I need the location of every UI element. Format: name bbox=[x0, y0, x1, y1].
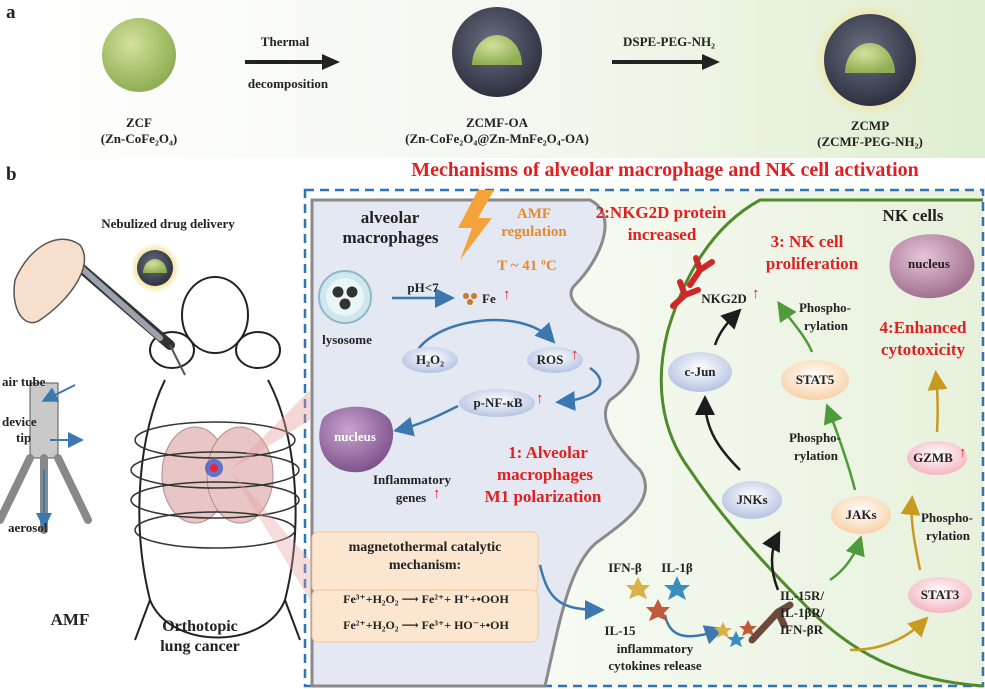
receptor-label-1: IL-15R/ bbox=[780, 588, 825, 603]
macrophage-title-1: alveolar bbox=[360, 208, 420, 227]
nebulized-label: Nebulized drug delivery bbox=[101, 216, 235, 231]
h2o2-label: H₂O₂ bbox=[415, 352, 445, 367]
mechanism-title-1: magnetothermal catalytic bbox=[348, 540, 502, 555]
panel-b-label: b bbox=[6, 164, 17, 185]
zcf-formula: (Zn-CoFe₂O₄) bbox=[100, 131, 178, 146]
polarization-2: macrophages bbox=[496, 465, 593, 484]
step2-label: DSPE-PEG-NH₂ bbox=[622, 34, 715, 49]
ros-up-arrow: ↑ bbox=[571, 347, 579, 363]
jaks-label: JAKs bbox=[845, 507, 877, 522]
cjun-label: c-Jun bbox=[684, 364, 716, 379]
gzmb-up-arrow: ↑ bbox=[959, 445, 967, 461]
il15-icon bbox=[646, 599, 670, 621]
phospho-top-2: rylation bbox=[803, 318, 849, 333]
zcf-name: ZCF bbox=[126, 115, 152, 130]
proliferation-2: proliferation bbox=[765, 254, 859, 273]
nk-cells-title: NK cells bbox=[882, 206, 944, 225]
il1-beta-icon bbox=[664, 576, 690, 600]
device-label-1: device bbox=[2, 414, 37, 429]
equation-2: Fe²⁺+H₂O₂ ⟶ Fe³⁺+ HO⁻+•OH bbox=[343, 618, 509, 632]
ifn-beta-label: IFN-β bbox=[608, 560, 642, 575]
stat3-label: STAT3 bbox=[920, 587, 960, 602]
mechanism-title-2: mechanism: bbox=[388, 558, 462, 573]
tumor-label-1: Orthotopic bbox=[162, 618, 238, 635]
zcmf-oa-name: ZCMF-OA bbox=[465, 115, 529, 130]
nkg2d-title-1: 2:NKG2D protein bbox=[595, 203, 727, 222]
step1-label-line2: decomposition bbox=[247, 76, 329, 91]
genes-label-1: Inflammatory bbox=[373, 472, 451, 487]
cytotoxicity-1: 4:Enhanced bbox=[879, 318, 967, 337]
phospho-top-1: Phospho- bbox=[798, 300, 852, 315]
nfkb-up-arrow: ↑ bbox=[536, 391, 544, 407]
cytotoxicity-2: cytotoxicity bbox=[880, 340, 966, 359]
gzmb-label: GZMB bbox=[913, 450, 953, 465]
nkg2d-label: NKG2D bbox=[701, 291, 747, 306]
il1-beta-label: IL-1β bbox=[661, 560, 693, 575]
nkg2d-title-2: increased bbox=[627, 225, 697, 244]
il15-label: IL-15 bbox=[604, 623, 636, 638]
nfkb-label: p-NF-κB bbox=[473, 395, 523, 410]
receptor-label-2: IL-1βR/ bbox=[780, 605, 825, 620]
macrophage-title-2: macrophages bbox=[342, 228, 439, 247]
panel-b-title: Mechanisms of alveolar macrophage and NK… bbox=[411, 159, 919, 181]
genes-label-2: genes bbox=[395, 490, 427, 505]
genes-up-arrow: ↑ bbox=[433, 486, 441, 502]
proliferation-1: 3: NK cell bbox=[770, 232, 844, 251]
zcmp-name: ZCMP bbox=[850, 118, 890, 133]
receptor-label-3: IFN-βR bbox=[780, 622, 823, 637]
polarization-1: 1: Alveolar bbox=[508, 443, 588, 462]
tumor-label-2: lung cancer bbox=[160, 638, 240, 655]
amf-regulation-1: AMF bbox=[516, 206, 552, 222]
equation-1: Fe³⁺+H₂O₂ ⟶ Fe²⁺+ H⁺+•OOH bbox=[343, 592, 509, 606]
phospho-mid-2: rylation bbox=[793, 448, 839, 463]
device-label-2: tip bbox=[16, 430, 32, 445]
aerosol-label: aerosol bbox=[8, 520, 48, 535]
fe-up-arrow: ↑ bbox=[503, 287, 511, 303]
jnks-label: JNKs bbox=[736, 492, 768, 507]
ros-label: ROS bbox=[536, 352, 564, 367]
release-label-2: cytokines release bbox=[608, 658, 702, 673]
phospho-right-2: rylation bbox=[925, 528, 971, 543]
phospho-mid-1: Phospho- bbox=[788, 430, 842, 445]
zcmp-formula: (ZCMF-PEG-NH₂) bbox=[817, 134, 923, 149]
temperature-label: T ~ 41 ºC bbox=[497, 258, 557, 274]
nkg2d-up-arrow: ↑ bbox=[752, 286, 760, 302]
ifn-beta-icon bbox=[626, 577, 650, 599]
macrophage-nucleus-label: nucleus bbox=[334, 429, 376, 444]
release-label-1: inflammatory bbox=[616, 641, 694, 656]
amf-regulation-2: regulation bbox=[501, 224, 567, 240]
amf-label: AMF bbox=[50, 610, 90, 629]
zcmf-oa-formula: (Zn-CoFe₂O₄@Zn-MnFe₂O₄-OA) bbox=[405, 131, 589, 146]
ph-label: pH<7 bbox=[407, 280, 439, 295]
air-tube-label: air tube bbox=[2, 374, 46, 389]
fe-label: Fe bbox=[482, 291, 496, 306]
phospho-right-1: Phospho- bbox=[920, 510, 974, 525]
nk-nucleus-label: nucleus bbox=[908, 256, 950, 271]
step1-label-line1: Thermal bbox=[260, 34, 310, 49]
stat5-label: STAT5 bbox=[795, 372, 835, 387]
lysosome-label: lysosome bbox=[322, 332, 372, 347]
polarization-3: M1 polarization bbox=[484, 487, 602, 506]
panel-a-label: a bbox=[6, 2, 16, 23]
